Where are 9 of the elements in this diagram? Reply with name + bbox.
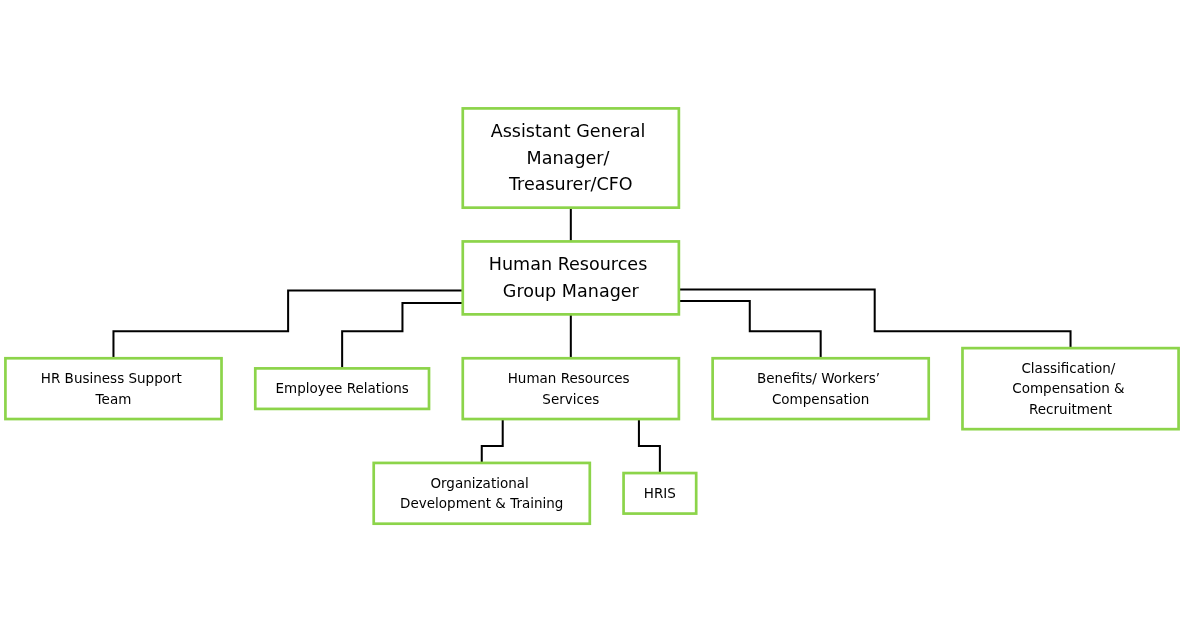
node-box: Classification/ Compensation & Recruitment xyxy=(961,346,1180,431)
node-box: HR Business Support Team xyxy=(4,356,223,421)
node-box: Employee Relations xyxy=(253,366,431,411)
node-box: Benefits/ Workers’ Compensation xyxy=(711,356,931,421)
node-box: HRIS xyxy=(622,471,698,515)
node-box: Organizational Development & Training xyxy=(372,461,592,525)
node-box: Human Resources Services xyxy=(461,356,681,421)
node-box: Human Resources Group Manager xyxy=(461,240,681,316)
node-box: Assistant General Manager/ Treasurer/CFO xyxy=(461,107,681,209)
